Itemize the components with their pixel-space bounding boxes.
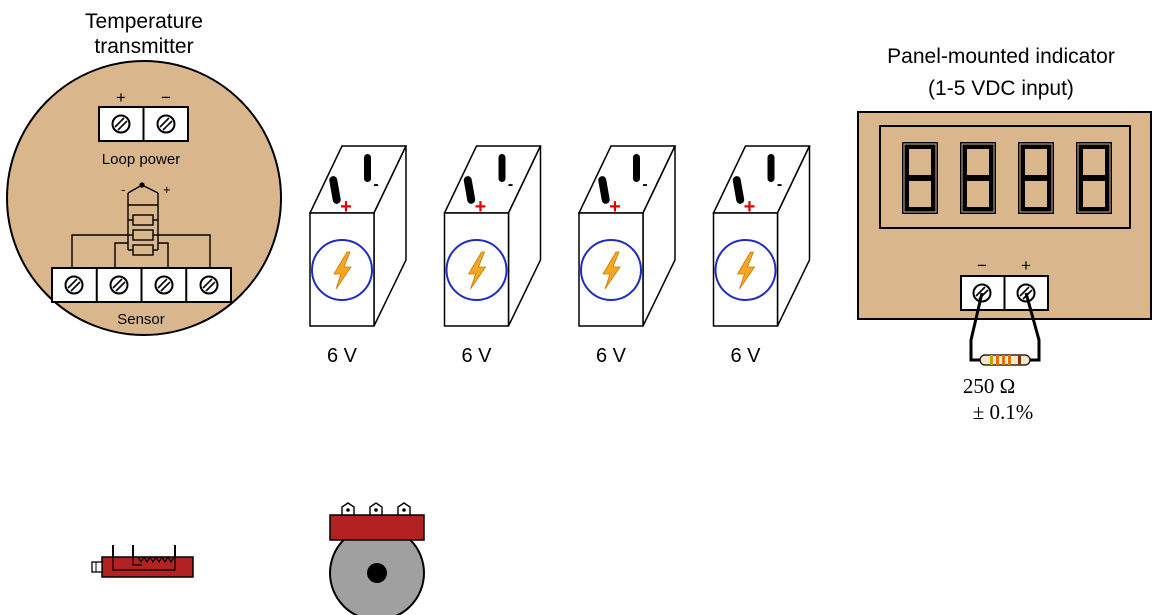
sensor-terminal-1[interactable] [64,275,84,295]
battery-post-positive[interactable] [463,176,476,205]
battery-voltage-label: 6 V [596,345,627,367]
seven-segment-display [902,142,1112,214]
shunt-resistor[interactable] [979,354,1031,366]
battery-minus-sign: - [373,176,378,193]
loop-power-minus-terminal[interactable] [156,114,176,134]
battery-post-negative[interactable] [498,154,506,182]
battery-minus-sign: - [777,176,782,193]
slide-rheostat[interactable] [91,545,194,578]
resistor-lead-right [1024,292,1041,362]
resistor-value: 250 Ω [963,374,1015,398]
battery-post-negative[interactable] [767,154,775,182]
rotary-potentiometer[interactable] [329,502,425,615]
battery-group: + - 6 V + - 6 V + - 6 V + - 6 V [308,145,811,367]
battery-post-negative[interactable] [364,154,371,182]
indicator-title-line2: (1-5 VDC input) [928,77,1074,100]
loop-power-plus-sign: + [116,88,126,107]
indicator-title-line1: Panel-mounted indicator [887,45,1115,68]
sensor-label: Sensor [117,311,165,328]
loop-power-label: Loop power [102,151,180,168]
sensor-terminal-4[interactable] [199,275,219,295]
temperature-transmitter: Temperature transmitter + − Loop power -… [6,10,282,336]
transmitter-title-line1: Temperature [85,10,203,33]
panel-indicator: Panel-mounted indicator (1-5 VDC input) … [857,45,1152,424]
sensor-terminal-2[interactable] [109,275,129,295]
battery-post-positive[interactable] [732,176,745,205]
battery-1[interactable]: + - 6 V [308,145,408,367]
battery-plus-sign: + [475,196,487,218]
battery-voltage-label: 6 V [327,345,358,367]
battery-voltage-label: 6 V [730,345,761,367]
loop-power-minus-sign: − [161,88,171,107]
battery-plus-sign: + [340,196,352,218]
battery-minus-sign: - [508,176,513,193]
loop-power-plus-terminal[interactable] [111,114,131,134]
battery-3[interactable]: + - 6 V [577,145,677,367]
bridge-plus-sign: + [163,182,171,197]
battery-minus-sign: - [642,176,647,193]
battery-2[interactable]: + - 6 V [443,145,542,367]
display-digit-2 [960,142,996,214]
battery-4[interactable]: + - 6 V [712,145,811,367]
sensor-terminal-3[interactable] [154,275,174,295]
display-digit-3 [1018,142,1054,214]
display-digit-4 [1076,142,1112,214]
battery-post-positive[interactable] [598,176,611,205]
transmitter-title-line2: transmitter [94,35,193,58]
resistor-lead-left [969,292,984,362]
bridge-minus-sign: - [121,182,125,197]
battery-voltage-label: 6 V [461,345,492,367]
transmitter-housing [6,60,282,336]
indicator-plus-sign: + [1021,256,1031,275]
battery-plus-sign: + [609,196,621,218]
battery-plus-sign: + [744,196,756,218]
display-digit-1 [902,142,938,214]
resistor-tolerance: ± 0.1% [973,400,1034,424]
battery-post-positive[interactable] [329,176,342,205]
sensor-bridge-circuit: - + [71,182,211,268]
battery-post-negative[interactable] [633,154,640,182]
indicator-minus-sign: − [977,256,987,275]
